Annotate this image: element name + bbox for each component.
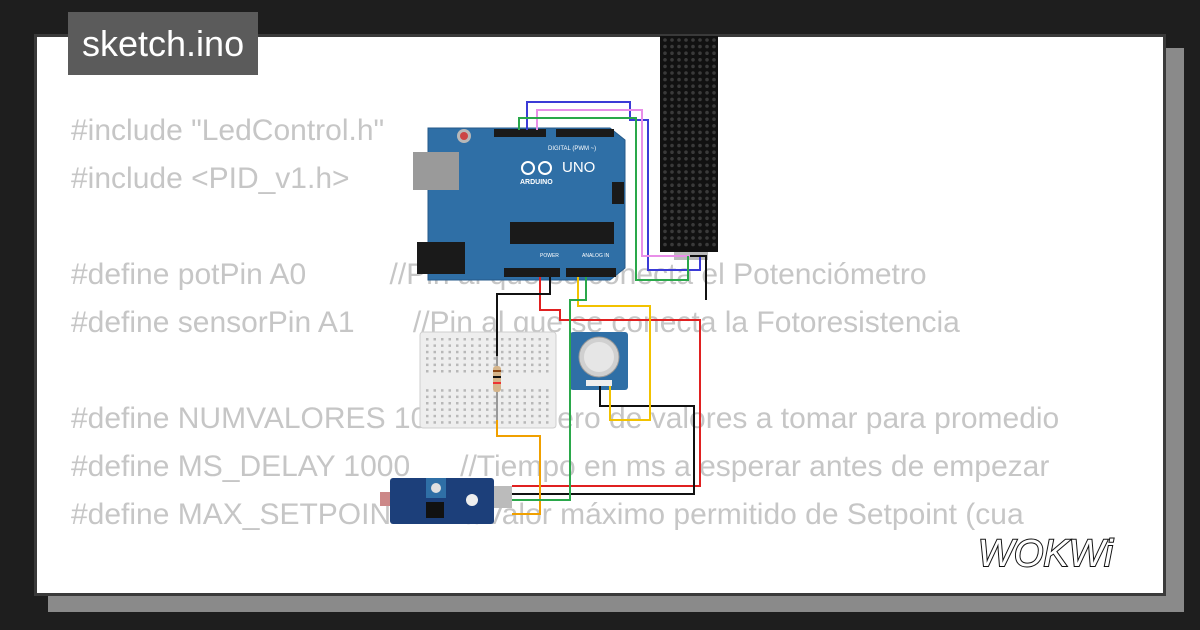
wire-orange [496, 420, 541, 515]
wire-blue [526, 101, 701, 271]
code-preview: #include "LedControl.h" #include <PID_v1.… [71, 107, 1059, 593]
board-digital-label: DIGITAL (PWM ~) [548, 146, 596, 152]
wire-black-2 [512, 386, 695, 495]
wokwi-logo: WOKWi [978, 532, 1115, 576]
board-analog-label: ANALOG IN [582, 253, 610, 259]
wire-black-3 [690, 255, 707, 300]
wire-red [512, 277, 701, 487]
arduino-logo-icon [521, 161, 552, 175]
photoresistor-module [380, 478, 512, 524]
wires [496, 101, 707, 515]
led-matrix [660, 36, 718, 260]
code-line: #define sensorPin A1 //Pin al que se con… [71, 306, 960, 339]
resistor [493, 356, 501, 420]
wire-green-top [518, 117, 689, 281]
arduino-uno-board: DIGITAL (PWM ~) UNO ARDUINO POWER ANALOG… [413, 127, 626, 281]
wire-pink [536, 109, 690, 257]
wokwi-logo-text: WOKWi [978, 533, 1114, 575]
board-power-label: POWER [540, 253, 559, 259]
potentiometer [570, 332, 628, 390]
board-brand-label: ARDUINO [520, 179, 553, 186]
wire-yellow [577, 277, 651, 421]
code-line: #include <PID_v1.h> [71, 162, 350, 195]
breadboard [419, 331, 557, 429]
wire-black [496, 277, 551, 356]
wire-green [512, 277, 587, 501]
code-line: #include "LedControl.h" [71, 114, 385, 147]
code-line: #define MS_DELAY 1000 //Tiempo en ms a e… [71, 450, 1050, 483]
board-model-label: UNO [562, 159, 595, 176]
sketch-title: sketch.ino [68, 12, 259, 75]
